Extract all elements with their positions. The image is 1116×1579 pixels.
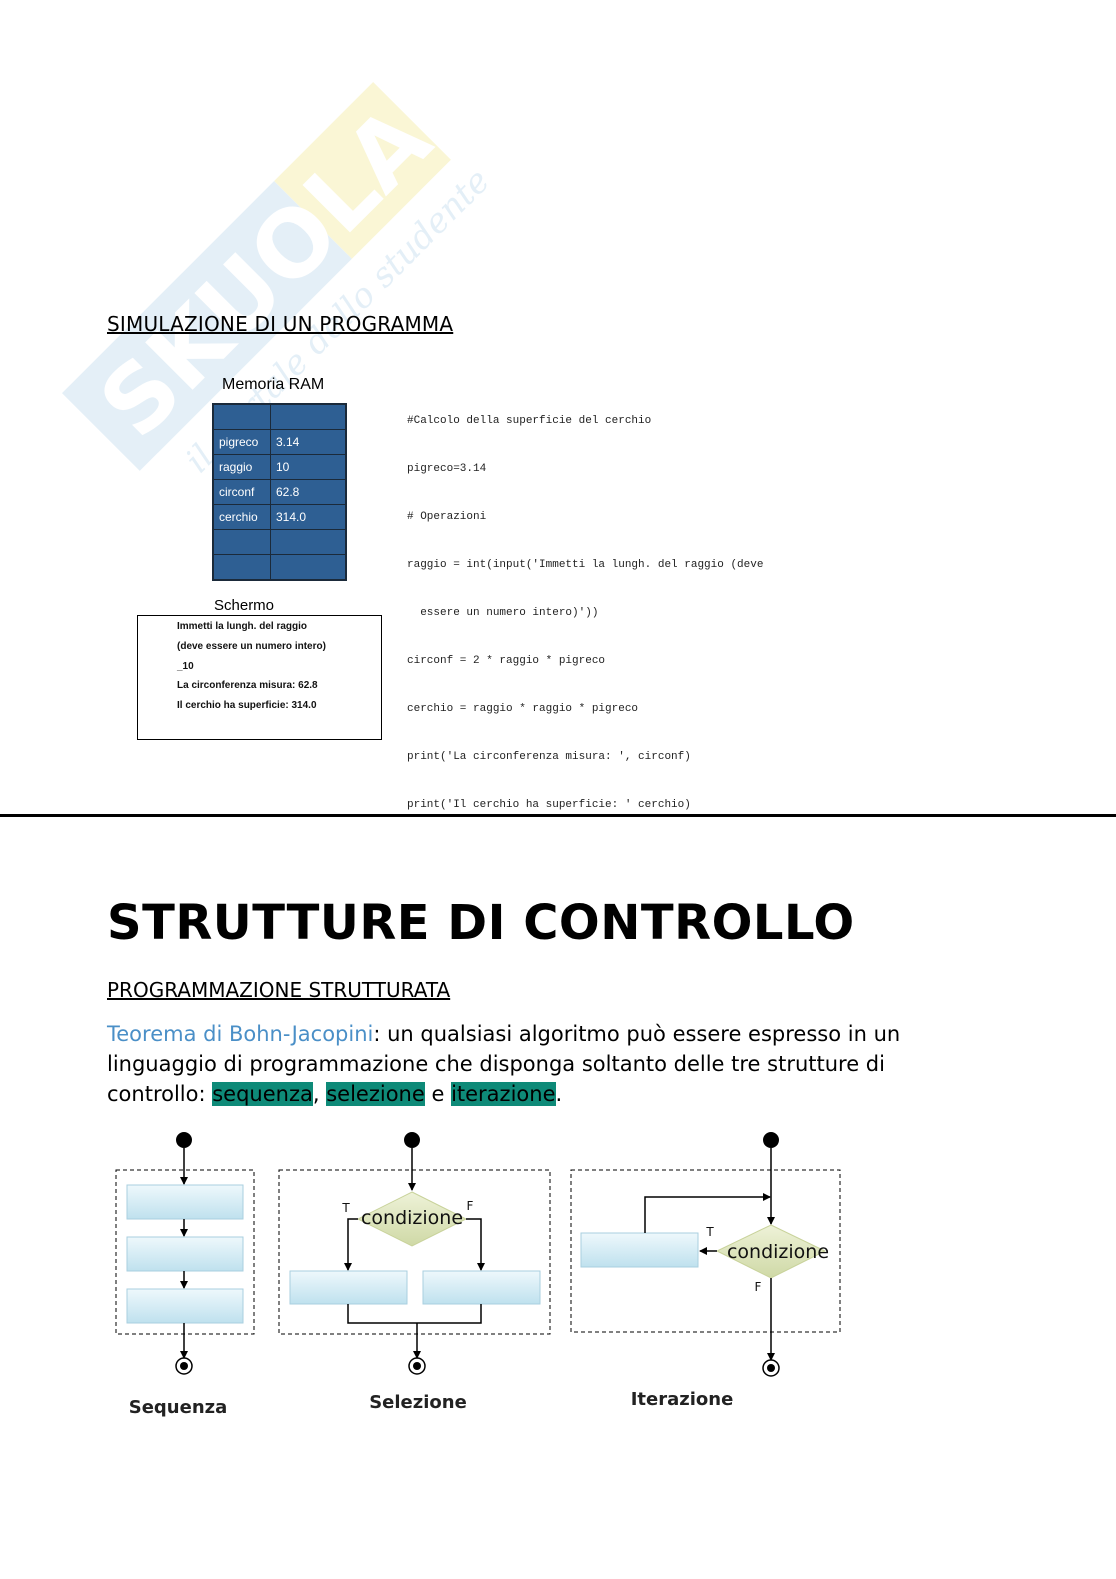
caption-selezione: Selezione — [369, 1392, 467, 1413]
ram-row — [212, 529, 347, 555]
theorem-link[interactable]: Teorema di Bohn-Jacopini — [107, 1022, 374, 1046]
process-box — [126, 1236, 244, 1272]
code-line: pigreco=3.14 — [407, 463, 487, 475]
ram-var-name: circonf — [212, 479, 271, 505]
ram-var-name — [212, 403, 271, 430]
separator-text: , — [312, 1082, 327, 1106]
separator-text: e — [424, 1082, 452, 1106]
process-box-true — [289, 1270, 408, 1305]
iteration-diagram: condizione T F Iterazione — [570, 1132, 841, 1410]
page-separator — [0, 814, 1116, 817]
screen-label: Schermo — [214, 597, 275, 614]
start-node — [176, 1132, 192, 1148]
condition-label: condizione — [727, 1241, 829, 1263]
condition-label: condizione — [361, 1207, 463, 1229]
start-node — [404, 1132, 420, 1148]
code-line: cerchio = raggio * raggio * pigreco — [407, 703, 639, 715]
ram-row — [212, 403, 347, 430]
process-box — [126, 1184, 244, 1220]
keyword-iterazione: iterazione — [451, 1082, 556, 1106]
sequence-diagram: Sequenza — [115, 1132, 255, 1418]
ram-var-value: 10 — [270, 454, 347, 480]
end-punctuation: . — [555, 1082, 563, 1106]
ram-var-value — [270, 403, 347, 430]
ram-var-value: 314.0 — [270, 504, 347, 530]
control-structures-diagram: Sequenza condizione T F Selezione condiz… — [115, 1132, 841, 1418]
selection-frame — [278, 1169, 551, 1335]
screen-line: Immetti la lungh. del raggio — [177, 621, 308, 632]
code-line: print('La circonferenza misura: ', circo… — [407, 751, 691, 763]
python-code: #Calcolo della superficie del cerchio pi… — [407, 381, 763, 829]
false-label: F — [755, 1280, 762, 1294]
loop-body-box — [580, 1232, 699, 1268]
section-subtitle: PROGRAMMAZIONE STRUTTURATA — [107, 978, 451, 1002]
code-line: essere un numero intero)')) — [407, 607, 599, 619]
start-node — [763, 1132, 779, 1148]
screen-line: Il cerchio ha superficie: 314.0 — [177, 700, 317, 711]
code-line: # Operazioni — [407, 511, 487, 523]
code-line: print('Il cerchio ha superficie: ' cerch… — [407, 799, 691, 811]
simulation-title: SIMULAZIONE DI UN PROGRAMMA — [107, 312, 454, 336]
screen-output: Immetti la lungh. del raggio (deve esser… — [137, 615, 382, 740]
condition-diamond — [356, 1191, 468, 1247]
ram-var-value — [270, 529, 347, 555]
process-box-false — [422, 1270, 541, 1305]
true-label: T — [341, 1201, 350, 1215]
keyword-selezione: selezione — [326, 1082, 425, 1106]
iteration-frame — [570, 1169, 841, 1333]
ram-var-value — [270, 554, 347, 581]
code-line: #Calcolo della superficie del cerchio — [407, 415, 652, 427]
caption-iterazione: Iterazione — [631, 1389, 734, 1410]
process-box — [126, 1288, 244, 1324]
ram-label: Memoria RAM — [222, 376, 325, 393]
code-line: raggio = int(input('Immetti la lungh. de… — [407, 559, 764, 571]
screen-line: (deve essere un numero intero) — [177, 641, 326, 652]
selection-diagram: condizione T F Selezione — [278, 1132, 551, 1413]
theorem-text: : un qualsiasi algoritmo può essere espr… — [107, 1022, 901, 1106]
ram-var-name: cerchio — [212, 504, 271, 530]
screen-line: _10 — [177, 661, 194, 672]
ram-var-name: pigreco — [212, 429, 271, 455]
sequence-frame — [115, 1169, 255, 1335]
caption-sequenza: Sequenza — [129, 1397, 228, 1418]
code-line: circonf = 2 * raggio * pigreco — [407, 655, 606, 667]
ram-row — [212, 554, 347, 581]
screen-line: La circonferenza misura: 62.8 — [177, 680, 318, 691]
ram-var-value: 62.8 — [270, 479, 347, 505]
ram-var-name: raggio — [212, 454, 271, 480]
ram-var-name — [212, 554, 271, 581]
section-title: STRUTTURE DI CONTROLLO — [107, 895, 855, 951]
ram-var-value: 3.14 — [270, 429, 347, 455]
theorem-paragraph: Teorema di Bohn-Jacopini: un qualsiasi a… — [107, 1019, 987, 1109]
false-label: F — [467, 1199, 474, 1213]
true-label: T — [705, 1225, 714, 1239]
ram-var-name — [212, 529, 271, 555]
keyword-sequenza: sequenza — [212, 1082, 313, 1106]
